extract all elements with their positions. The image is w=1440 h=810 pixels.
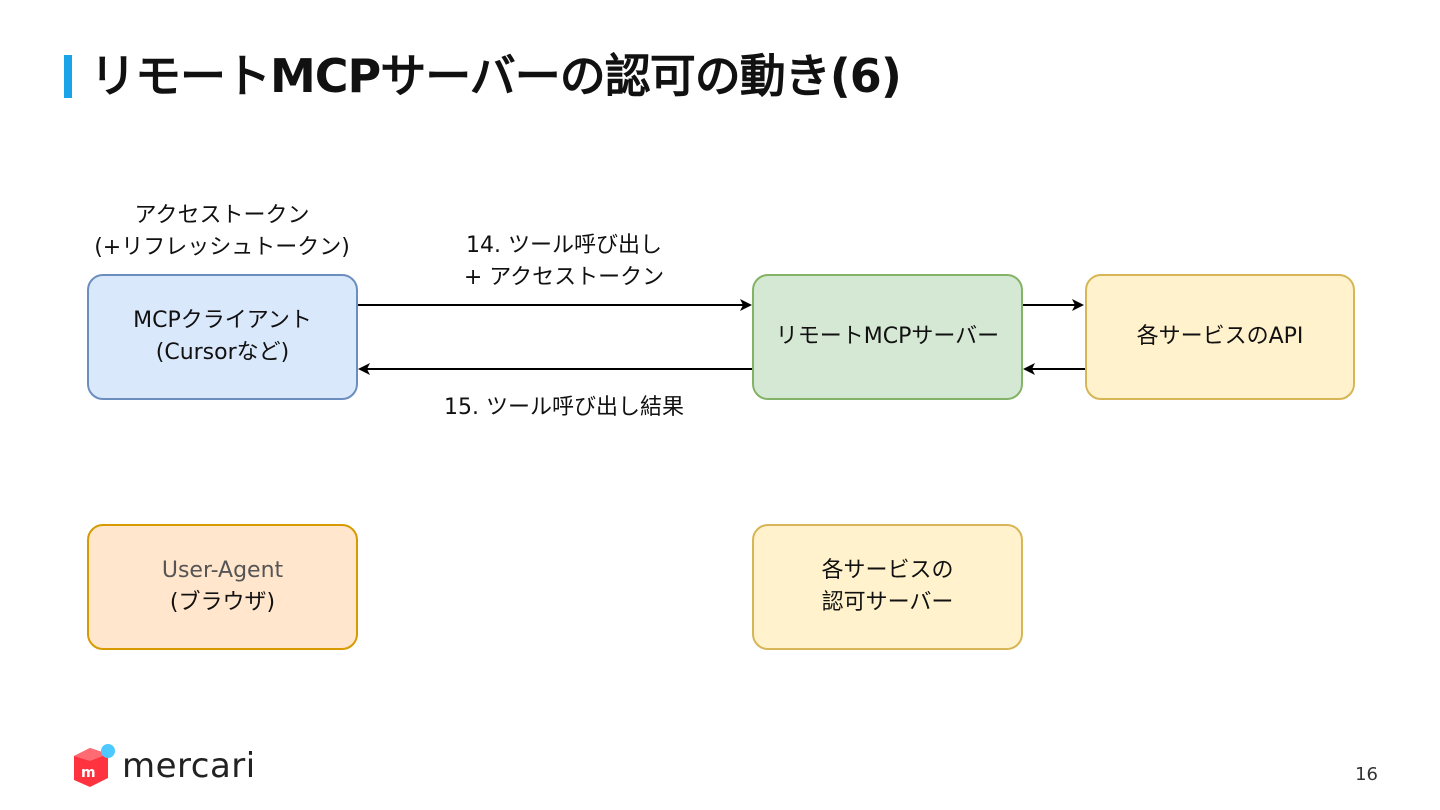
token-label: アクセストークン (+リフレッシュトークン) xyxy=(72,200,372,264)
mercari-logo-text: mercari xyxy=(122,746,256,786)
auth-server-line1: 各サービスの xyxy=(821,558,954,583)
token-label-line2: (+リフレッシュトークン) xyxy=(94,235,350,260)
user-agent-box: User-Agent (ブラウザ) xyxy=(87,524,358,650)
step15-label: 15. ツール呼び出し結果 xyxy=(404,392,724,424)
service-api-line1: 各サービスのAPI xyxy=(1136,324,1304,349)
mcp-client-line1: MCPクライアント xyxy=(133,308,312,333)
token-label-line1: アクセストークン xyxy=(134,203,310,228)
user-agent-line1: User-Agent xyxy=(161,558,284,583)
title-accent-bar xyxy=(64,55,72,98)
mcp-client-box: MCPクライアント (Cursorなど) xyxy=(87,274,358,400)
user-agent-line2: (ブラウザ) xyxy=(169,590,276,615)
slide-title: リモートMCPサーバーの認可の動き(6) xyxy=(90,49,902,103)
step14-label-line1: 14. ツール呼び出し xyxy=(466,233,662,258)
step14-label-line2: + アクセストークン xyxy=(463,265,665,290)
service-api-box: 各サービスのAPI xyxy=(1085,274,1355,400)
step14-label: 14. ツール呼び出し + アクセストークン xyxy=(414,230,714,294)
mercari-logo-icon: m xyxy=(74,744,115,787)
page-number: 16 xyxy=(1355,764,1378,785)
auth-server-box: 各サービスの 認可サーバー xyxy=(752,524,1023,650)
remote-server-line1: リモートMCPサーバー xyxy=(775,324,1000,349)
remote-mcp-server-box: リモートMCPサーバー xyxy=(752,274,1023,400)
auth-server-line2: 認可サーバー xyxy=(821,590,954,615)
step15-label-line1: 15. ツール呼び出し結果 xyxy=(444,395,684,420)
mcp-client-line2: (Cursorなど) xyxy=(155,340,290,365)
svg-text:m: m xyxy=(81,765,96,781)
